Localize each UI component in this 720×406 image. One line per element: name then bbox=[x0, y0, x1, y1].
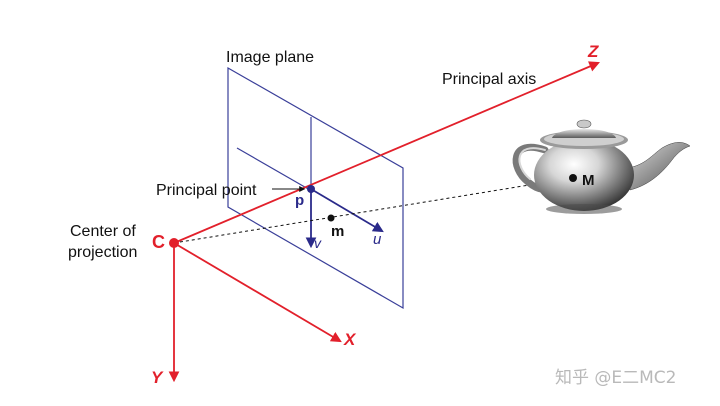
point-M-marker bbox=[569, 174, 577, 182]
u-label: u bbox=[373, 231, 382, 248]
M-label: M bbox=[582, 172, 595, 189]
image-plane bbox=[227, 66, 404, 310]
p-label: p bbox=[295, 192, 304, 209]
point-m-marker bbox=[327, 214, 335, 222]
z-axis bbox=[173, 61, 600, 244]
principal-axis-label: Principal axis bbox=[442, 71, 536, 88]
center-of-projection-point bbox=[169, 238, 179, 248]
m-label: m bbox=[331, 223, 344, 240]
x-axis bbox=[173, 242, 342, 343]
v-label: v bbox=[314, 235, 322, 251]
Y-axis-label: Y bbox=[151, 368, 164, 387]
image-plane-u-guide bbox=[236, 147, 311, 191]
principal-point-label: Principal point bbox=[156, 182, 257, 199]
image-plane-label: Image plane bbox=[226, 49, 314, 66]
teapot-icon bbox=[512, 119, 691, 214]
Z-axis-label: Z bbox=[587, 42, 599, 61]
C-label: C bbox=[152, 232, 165, 252]
u-axis-arrow bbox=[310, 188, 384, 233]
principal-point-marker bbox=[307, 185, 315, 193]
watermark: 知乎 @E二MC2 bbox=[555, 368, 677, 388]
projection-ray bbox=[173, 177, 573, 244]
center-of-projection-label-line1: Center of bbox=[70, 223, 136, 240]
center-of-projection-label-line2: projection bbox=[68, 244, 137, 261]
X-axis-label: X bbox=[343, 330, 357, 349]
